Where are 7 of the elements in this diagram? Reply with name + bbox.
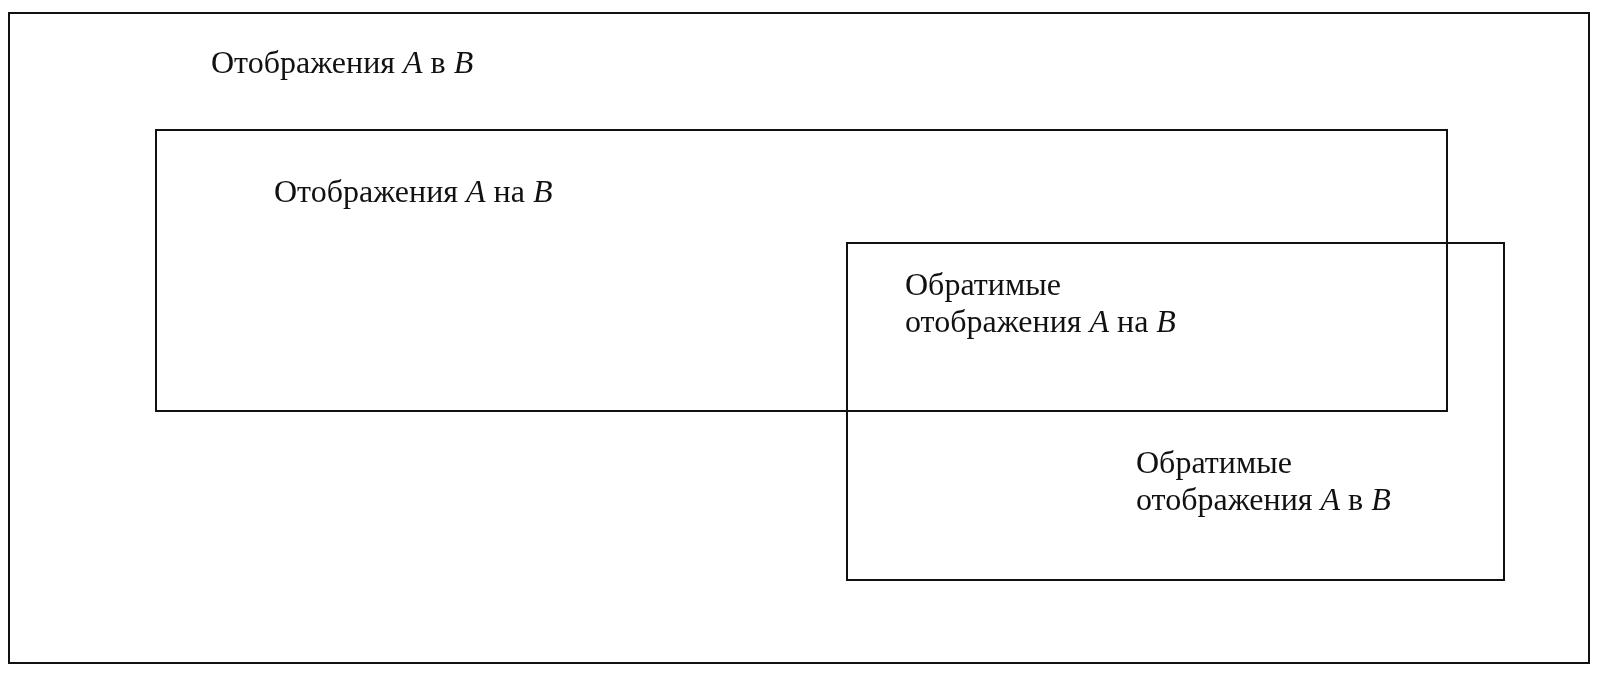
set-label: Обратимые отображения A в B [1136, 444, 1392, 518]
set-label: Отображения A на B [274, 173, 554, 210]
set-rectangle [846, 242, 1505, 581]
overlap-label: Обратимые отображения A на B [905, 266, 1177, 340]
set-rectangle [155, 129, 1448, 412]
set-rectangle [8, 12, 1590, 664]
set-label: Отображения A в B [211, 44, 475, 81]
